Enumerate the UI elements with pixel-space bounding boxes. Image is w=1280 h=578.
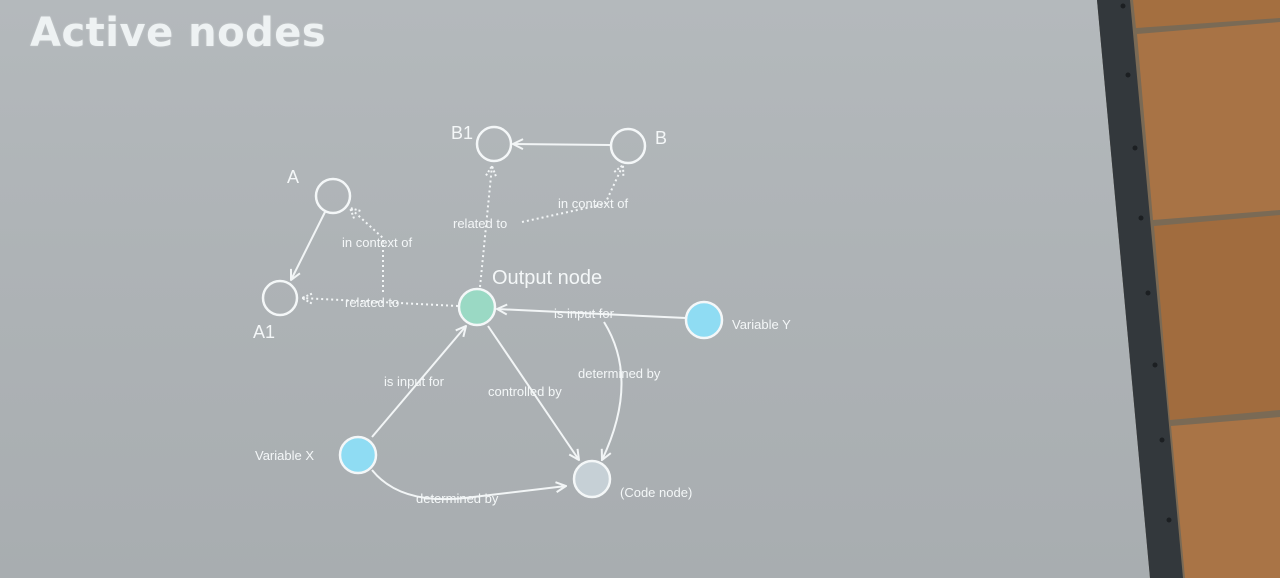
- edge-related-to-a1: [302, 298, 459, 307]
- node-a1-label: A1: [253, 322, 275, 342]
- edge-output-controlled-code: [487, 325, 579, 460]
- node-b1-label: B1: [451, 123, 473, 143]
- node-code[interactable]: (Code node): [572, 459, 692, 500]
- edge-in-context-of-b: [521, 165, 623, 223]
- node-variable-x-label: Variable X: [255, 448, 314, 463]
- node-b[interactable]: B: [609, 127, 667, 165]
- slide-title: Active nodes: [30, 10, 327, 56]
- edge-label-in-context-of-a: in context of: [342, 235, 412, 250]
- edge-label-is-input-for-y: is input for: [554, 306, 615, 321]
- node-code-circle: [572, 459, 612, 499]
- edge-label-related-to-a1: related to: [345, 295, 399, 310]
- node-output-label: Output node: [492, 267, 602, 289]
- edge-label-controlled-by: controlled by: [488, 384, 562, 399]
- node-a[interactable]: A: [287, 167, 352, 215]
- node-output[interactable]: Output node: [457, 267, 602, 327]
- node-output-circle: [457, 287, 497, 327]
- edge-label-determined-by-x: determined by: [416, 491, 499, 506]
- edge-y-input-for-output: [497, 309, 687, 319]
- frame-screws: [1120, 3, 1172, 523]
- node-a1-circle: [261, 279, 299, 317]
- wood-panels: [1133, 0, 1280, 578]
- edge-y-determined-code: [602, 321, 623, 460]
- node-b-circle: [609, 127, 647, 165]
- edge-related-to-b1: [479, 166, 492, 288]
- edge-label-in-context-of-b: in context of: [558, 196, 628, 211]
- node-b-label: B: [655, 128, 667, 148]
- node-variable-y[interactable]: Variable Y: [684, 300, 791, 340]
- edge-a-to-a1: [291, 211, 326, 280]
- screen-frame: [1097, 0, 1183, 578]
- edge-label-determined-by-y: determined by: [578, 366, 661, 381]
- edge-x-determined-code: [371, 469, 566, 501]
- node-a-circle: [314, 177, 352, 215]
- node-a1[interactable]: A1: [253, 279, 299, 342]
- node-variable-x[interactable]: Variable X: [255, 435, 378, 475]
- edge-b-to-b1: [513, 144, 611, 145]
- node-b1-circle: [475, 125, 513, 163]
- edge-in-context-of-a: [350, 208, 384, 292]
- node-code-label: (Code node): [620, 485, 692, 500]
- edge-label-is-input-for-x: is input for: [384, 374, 445, 389]
- node-b1[interactable]: B1: [451, 123, 513, 163]
- node-variable-x-circle: [338, 435, 378, 475]
- node-variable-y-label: Variable Y: [732, 317, 791, 332]
- edge-label-related-to-b1: related to: [453, 216, 507, 231]
- node-a-label: A: [287, 167, 299, 187]
- edge-x-input-for-output: [371, 326, 466, 438]
- node-variable-y-circle: [684, 300, 724, 340]
